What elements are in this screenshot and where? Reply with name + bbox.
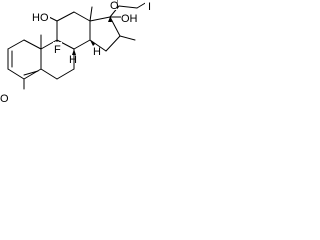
atom-h-c8: H (69, 54, 77, 66)
wedge-bond (90, 40, 95, 46)
bond (89, 16, 111, 22)
molecule-structure: O I OH HO F H H H O (0, 0, 153, 105)
ring-a (7, 39, 42, 80)
stereo-wedges (72, 17, 112, 55)
bond (73, 11, 91, 22)
bond (23, 70, 39, 76)
bond (40, 39, 58, 50)
bond (118, 5, 138, 9)
bond (7, 39, 25, 50)
bond (89, 39, 107, 52)
atom-labels: O I OH HO F H H H O (0, 0, 153, 105)
bond (40, 68, 58, 80)
bond (109, 16, 121, 37)
bond (89, 6, 93, 22)
atom-ho-left: HO (32, 12, 49, 24)
wedge-bond (72, 49, 76, 55)
wedge-bond (108, 17, 112, 22)
atom-oh-top: OH (121, 13, 138, 25)
bond (119, 35, 136, 41)
bond (56, 68, 75, 80)
ring-c (56, 11, 91, 50)
ring-b (40, 39, 75, 80)
bond (7, 68, 25, 80)
atom-o-ketone-top: O (110, 0, 119, 12)
bond (105, 35, 121, 52)
atom-iodine: I (148, 1, 151, 13)
bond (23, 39, 42, 50)
bond (73, 39, 91, 50)
bond (56, 39, 75, 50)
ring-d (89, 16, 121, 52)
bond (56, 11, 75, 22)
atom-o-ketone-left: O (0, 93, 9, 105)
atom-fluorine: F (54, 44, 61, 56)
bond (109, 5, 120, 18)
atom-h-c14: H (93, 46, 101, 58)
